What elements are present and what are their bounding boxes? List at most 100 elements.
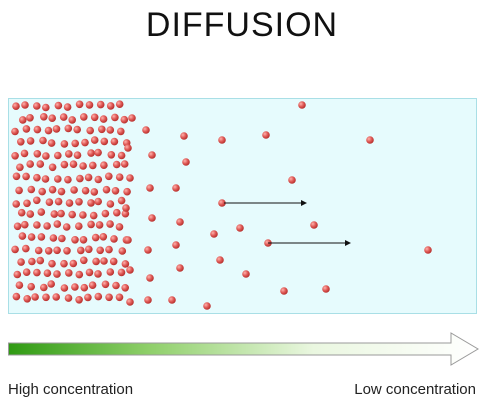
particle [13, 270, 22, 279]
particle [75, 198, 83, 206]
particle [68, 210, 76, 219]
particle [101, 280, 110, 289]
particle [148, 151, 156, 159]
particle [115, 100, 124, 108]
particle [54, 175, 62, 183]
particle [115, 173, 124, 181]
particle [33, 150, 42, 158]
particle [16, 163, 24, 172]
particle [42, 152, 50, 160]
particle [48, 163, 57, 172]
particle [84, 293, 92, 302]
particle [126, 266, 134, 274]
particle [63, 103, 72, 111]
particle [180, 132, 188, 140]
particle [12, 292, 21, 301]
particle [88, 281, 97, 290]
particle [148, 214, 156, 222]
particle [71, 283, 79, 291]
particle [106, 220, 114, 228]
particle [288, 176, 296, 184]
particle [64, 124, 73, 133]
particle [15, 186, 23, 195]
particle [47, 280, 55, 288]
particle [71, 139, 79, 148]
particle [62, 223, 71, 231]
particle [43, 269, 52, 278]
particle [57, 209, 65, 218]
particle [76, 174, 84, 183]
particle [124, 236, 132, 244]
particle [36, 160, 45, 168]
particle [242, 270, 250, 278]
particle [110, 137, 119, 146]
particle [118, 247, 127, 255]
particle [203, 302, 211, 310]
particle [33, 196, 41, 205]
particle [90, 188, 99, 196]
particle [50, 210, 59, 218]
particle [22, 125, 31, 133]
particle [13, 222, 22, 231]
particle [95, 221, 104, 229]
high-concentration-label: High concentration [8, 381, 134, 398]
particle [42, 293, 50, 302]
particle [11, 127, 19, 136]
particle [33, 221, 41, 229]
particle [69, 160, 78, 168]
particle [100, 137, 109, 146]
particle [20, 149, 29, 158]
particles [11, 100, 432, 310]
particle [92, 257, 100, 266]
particle [110, 235, 118, 243]
particle [115, 223, 124, 231]
particle [36, 256, 45, 265]
particle [59, 113, 68, 121]
particle [40, 113, 48, 121]
particle [87, 149, 95, 157]
particle [94, 292, 103, 301]
particle [79, 162, 87, 170]
particle [75, 100, 84, 109]
particle [60, 160, 69, 169]
particle [48, 259, 56, 268]
particle [33, 102, 41, 110]
particle [124, 144, 132, 152]
particle [218, 199, 226, 207]
particle [69, 259, 78, 268]
particle [53, 270, 61, 278]
particle [77, 246, 85, 255]
particle [94, 197, 102, 206]
particle [27, 233, 36, 241]
particle [64, 175, 72, 184]
particle [68, 116, 76, 124]
particle [33, 125, 42, 134]
particle [26, 210, 35, 218]
particle [117, 127, 125, 136]
particle [81, 186, 90, 195]
particle [80, 113, 88, 121]
particle [89, 211, 98, 220]
particle [98, 125, 106, 134]
particle [142, 126, 150, 134]
particle [38, 187, 46, 196]
particle [87, 199, 95, 207]
particle [48, 185, 57, 194]
particle [80, 256, 88, 265]
particle [79, 211, 87, 219]
particle [105, 172, 113, 181]
particle [37, 233, 46, 241]
particle [71, 236, 79, 244]
particle [80, 283, 89, 292]
particle [107, 151, 116, 159]
particle [111, 113, 119, 122]
particle [37, 208, 46, 216]
particle [126, 174, 134, 182]
particle [44, 126, 53, 135]
particle [42, 103, 50, 112]
particle [31, 293, 39, 301]
particle [75, 222, 83, 230]
particle [70, 186, 78, 194]
particle [144, 296, 152, 304]
